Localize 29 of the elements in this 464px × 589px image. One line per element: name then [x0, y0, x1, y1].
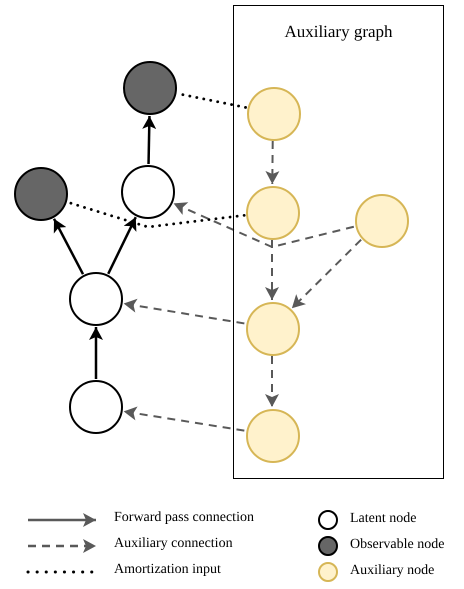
- legend-label: Amortization input: [114, 562, 221, 578]
- legend-label: Observable node: [350, 537, 444, 553]
- arrow: [107, 216, 137, 274]
- latent-node: [121, 165, 175, 219]
- auxiliary-node: [246, 409, 300, 463]
- arrow: [265, 240, 279, 300]
- frame-title: Auxiliary graph: [283, 22, 394, 42]
- arrow: [123, 298, 245, 324]
- legend-label: Auxiliary connection: [114, 536, 233, 552]
- graph-frame: [233, 5, 444, 479]
- auxiliary-node: [355, 194, 409, 248]
- observable-node: [14, 167, 68, 221]
- arrow: [265, 356, 279, 407]
- arrow: [291, 239, 362, 309]
- arrow: [173, 202, 354, 248]
- legend-label: Forward pass connection: [114, 510, 254, 526]
- auxiliary-node: [246, 302, 300, 356]
- arrow: [52, 218, 84, 275]
- latent-node: [69, 272, 123, 326]
- auxiliary-node: [247, 87, 301, 141]
- legend-label: Latent node: [350, 511, 416, 527]
- arrow: [124, 406, 244, 432]
- observable-node: [123, 61, 177, 115]
- arrow: [89, 327, 103, 379]
- arrow: [142, 116, 156, 164]
- arrow: [265, 140, 280, 184]
- latent-node: [69, 380, 123, 434]
- legend-label: Auxiliary node: [350, 563, 434, 579]
- auxiliary-node: [246, 186, 300, 240]
